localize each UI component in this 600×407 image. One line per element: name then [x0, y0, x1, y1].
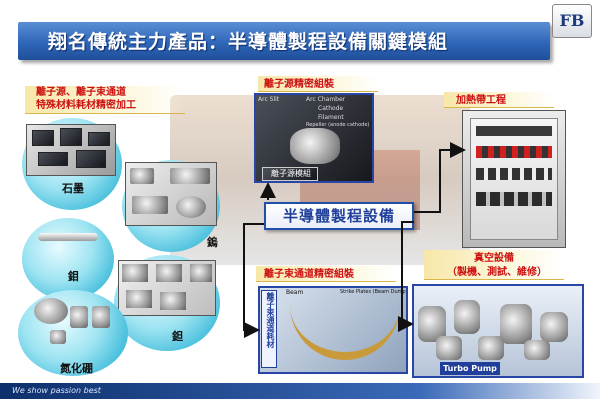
tungsten-part-4 — [176, 196, 206, 218]
graphite-part-3 — [88, 132, 110, 146]
heater-header-ribbon — [444, 92, 554, 108]
center-label-box — [264, 202, 414, 230]
tantalum-part-5 — [160, 292, 186, 310]
footer-slogan: We show passion best — [12, 386, 101, 395]
tantalum-part-4 — [126, 290, 152, 308]
tantalum-label: 鉭 — [172, 330, 183, 343]
molybdenum-circle — [22, 218, 114, 300]
heater-panel-row-3 — [476, 168, 552, 180]
company-logo — [552, 4, 592, 38]
tantalum-part-1 — [122, 264, 148, 282]
beamline-label-strike-plates: Strike Plates (Beam Dumps) — [340, 289, 406, 295]
left-header-ribbon — [25, 86, 185, 114]
boron-nitride-part-2 — [70, 306, 88, 328]
beamline-header-ribbon — [256, 266, 396, 282]
ion-source-label-cathode: Cathode — [318, 105, 344, 112]
ion-source-caption: 離子源模組 — [271, 169, 311, 178]
heater-panel-row-2 — [476, 146, 552, 158]
ion-source-label-repeller: Repeller (anode cathode) — [306, 122, 370, 128]
boron-nitride-part-1 — [34, 298, 68, 324]
vacuum-subheader: （製機、測試、維修） — [447, 267, 547, 278]
arrow-to-vacuum — [398, 221, 414, 332]
footer-bar — [0, 383, 600, 399]
boron-nitride-label: 氮化硼 — [60, 362, 93, 375]
tungsten-part-2 — [170, 168, 210, 184]
beamline-header: 離子束通道精密組裝 — [264, 269, 354, 280]
boron-nitride-part-4 — [50, 330, 66, 344]
graphite-part-5 — [76, 150, 106, 168]
ion-source-caption-box — [262, 167, 318, 181]
graphite-part-2 — [60, 128, 82, 146]
tantalum-part-2 — [156, 264, 182, 282]
arrow-to-heater — [414, 142, 466, 213]
ion-source-arc-chamber — [290, 128, 340, 164]
center-label: 半導體製程設備 — [282, 207, 395, 225]
molybdenum-rod — [38, 233, 98, 241]
tantalum-part-3 — [190, 264, 212, 282]
title-bar — [18, 22, 550, 60]
arrow-to-beamline — [243, 223, 264, 338]
turbo-pump-7 — [524, 340, 550, 360]
beamline-label-beam: Beam — [286, 289, 304, 296]
tungsten-part-1 — [130, 168, 154, 184]
company-logo-text: FB — [559, 11, 585, 30]
graphite-part-4 — [38, 152, 68, 166]
left-header-line2: 特殊材料耗材精密加工 — [36, 100, 136, 111]
turbo-pump-6 — [478, 336, 504, 360]
heater-header: 加熱帶工程 — [456, 95, 506, 106]
page-title: 翔名傳統主力產品：半導體製程設備關鍵模組 — [48, 31, 449, 53]
beamline-curve — [290, 300, 400, 360]
tungsten-label: 鎢 — [207, 236, 218, 249]
vacuum-header-ribbon — [424, 250, 564, 280]
turbo-pump-3 — [500, 304, 532, 344]
ion-source-header: 離子源精密組裝 — [264, 79, 334, 90]
turbo-pump-5 — [436, 336, 462, 360]
ion-source-header-ribbon — [258, 76, 378, 92]
heater-panel-row-4 — [476, 192, 552, 206]
ion-source-label-arc-slit: Arc Slit — [258, 96, 280, 103]
molybdenum-label: 鉬 — [68, 270, 79, 283]
turbo-pump-2 — [454, 300, 480, 334]
vacuum-header: 真空設備 — [474, 253, 514, 264]
heater-panel-row-1 — [476, 126, 552, 136]
beamline-vertical-caption-box — [261, 290, 277, 368]
tungsten-part-3 — [132, 196, 168, 214]
beamline-vertical-caption: 離子束通道耗材 — [266, 292, 275, 348]
turbo-pump-caption-box — [440, 362, 500, 375]
turbo-pump-caption: Turbo Pump — [443, 364, 497, 373]
boron-nitride-part-3 — [92, 306, 110, 328]
turbo-pump-4 — [540, 312, 568, 342]
graphite-label: 石墨 — [62, 182, 84, 195]
graphite-part-1 — [32, 130, 54, 146]
ion-source-label-filament: Filament — [318, 114, 344, 121]
ion-source-label-arc-chamber: Arc Chamber — [306, 96, 346, 103]
left-header-line1: 離子源、離子束通道 — [36, 87, 126, 98]
